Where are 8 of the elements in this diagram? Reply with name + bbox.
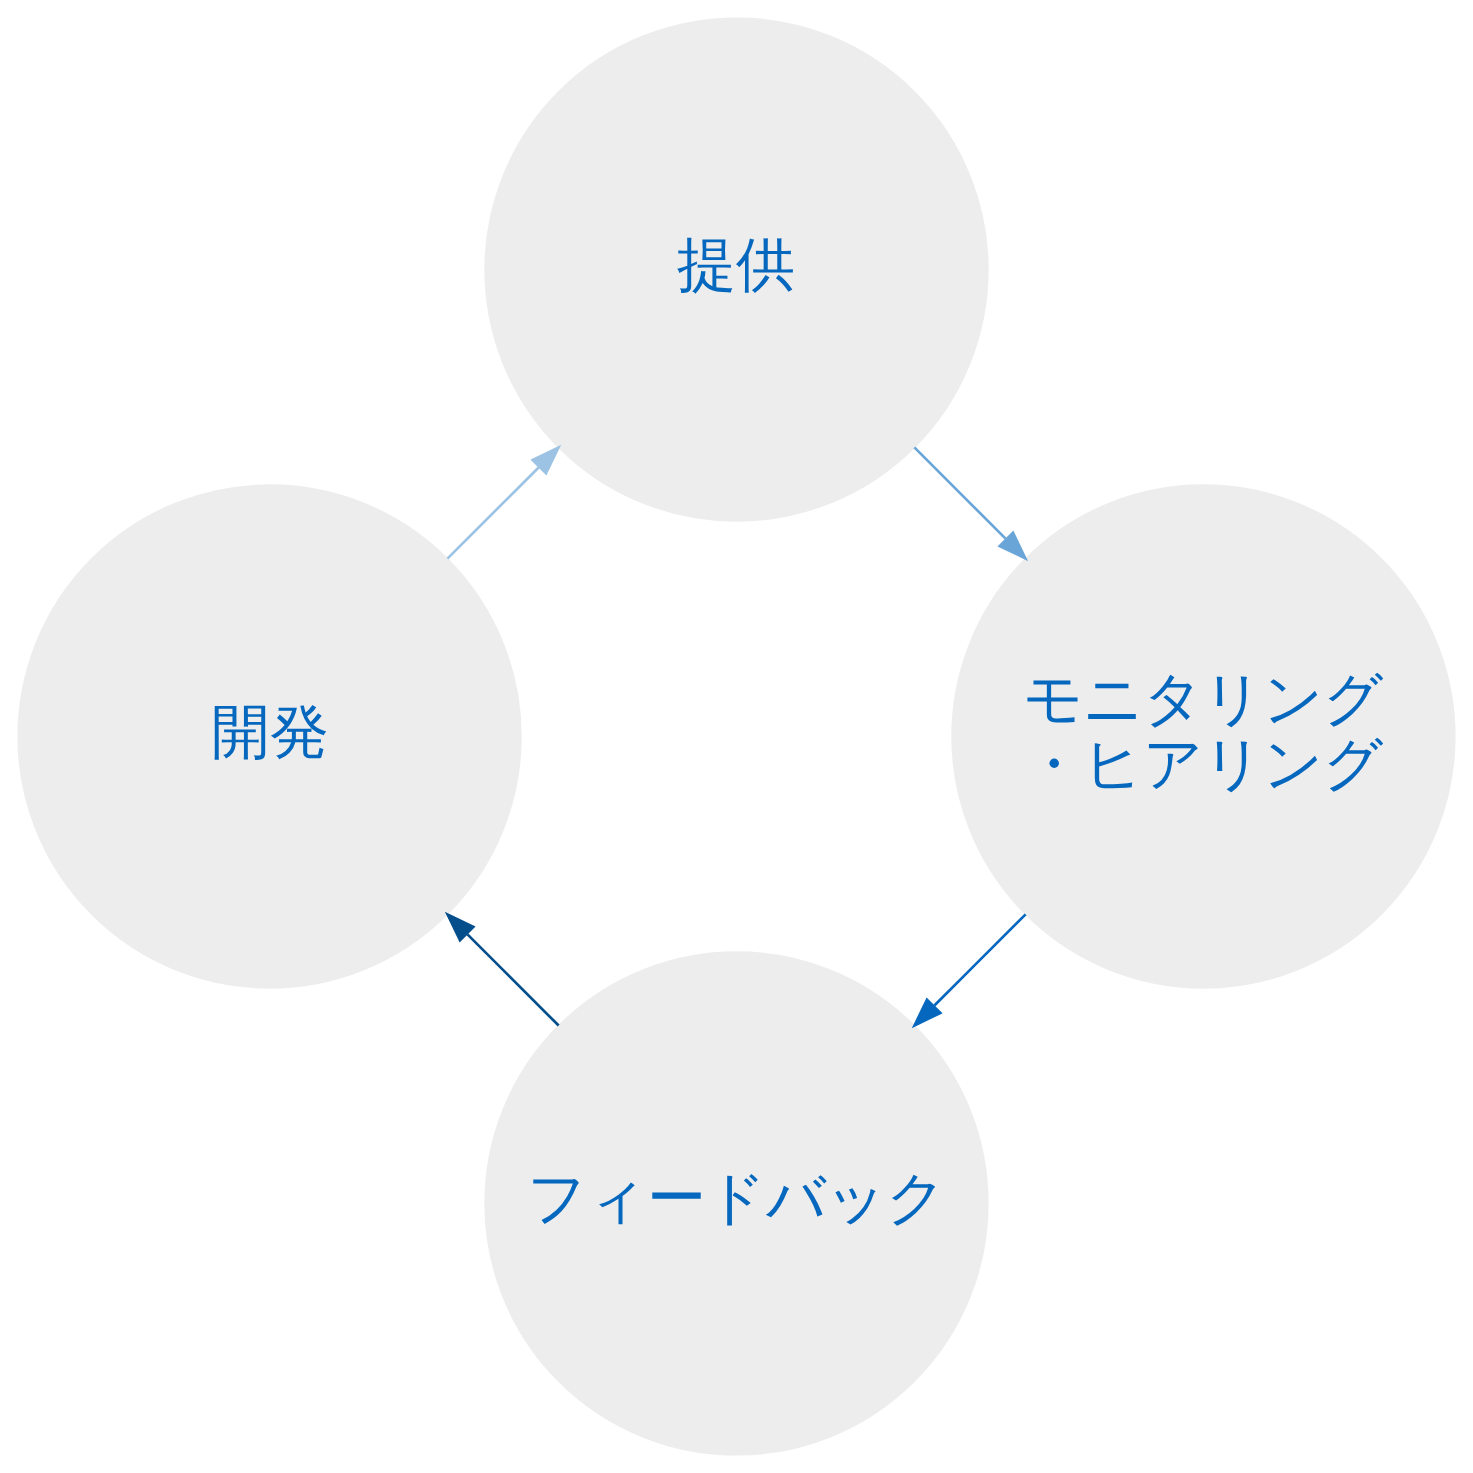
node-circle: モニタリング・ヒアリング [951, 484, 1456, 989]
arrow [444, 911, 560, 1027]
arrow [911, 913, 1027, 1029]
node-circle: フィードバック [484, 951, 989, 1456]
node-circle: 開発 [17, 484, 522, 989]
node-circle: 提供 [484, 17, 989, 522]
arrow [913, 446, 1029, 562]
arrow [446, 444, 562, 560]
